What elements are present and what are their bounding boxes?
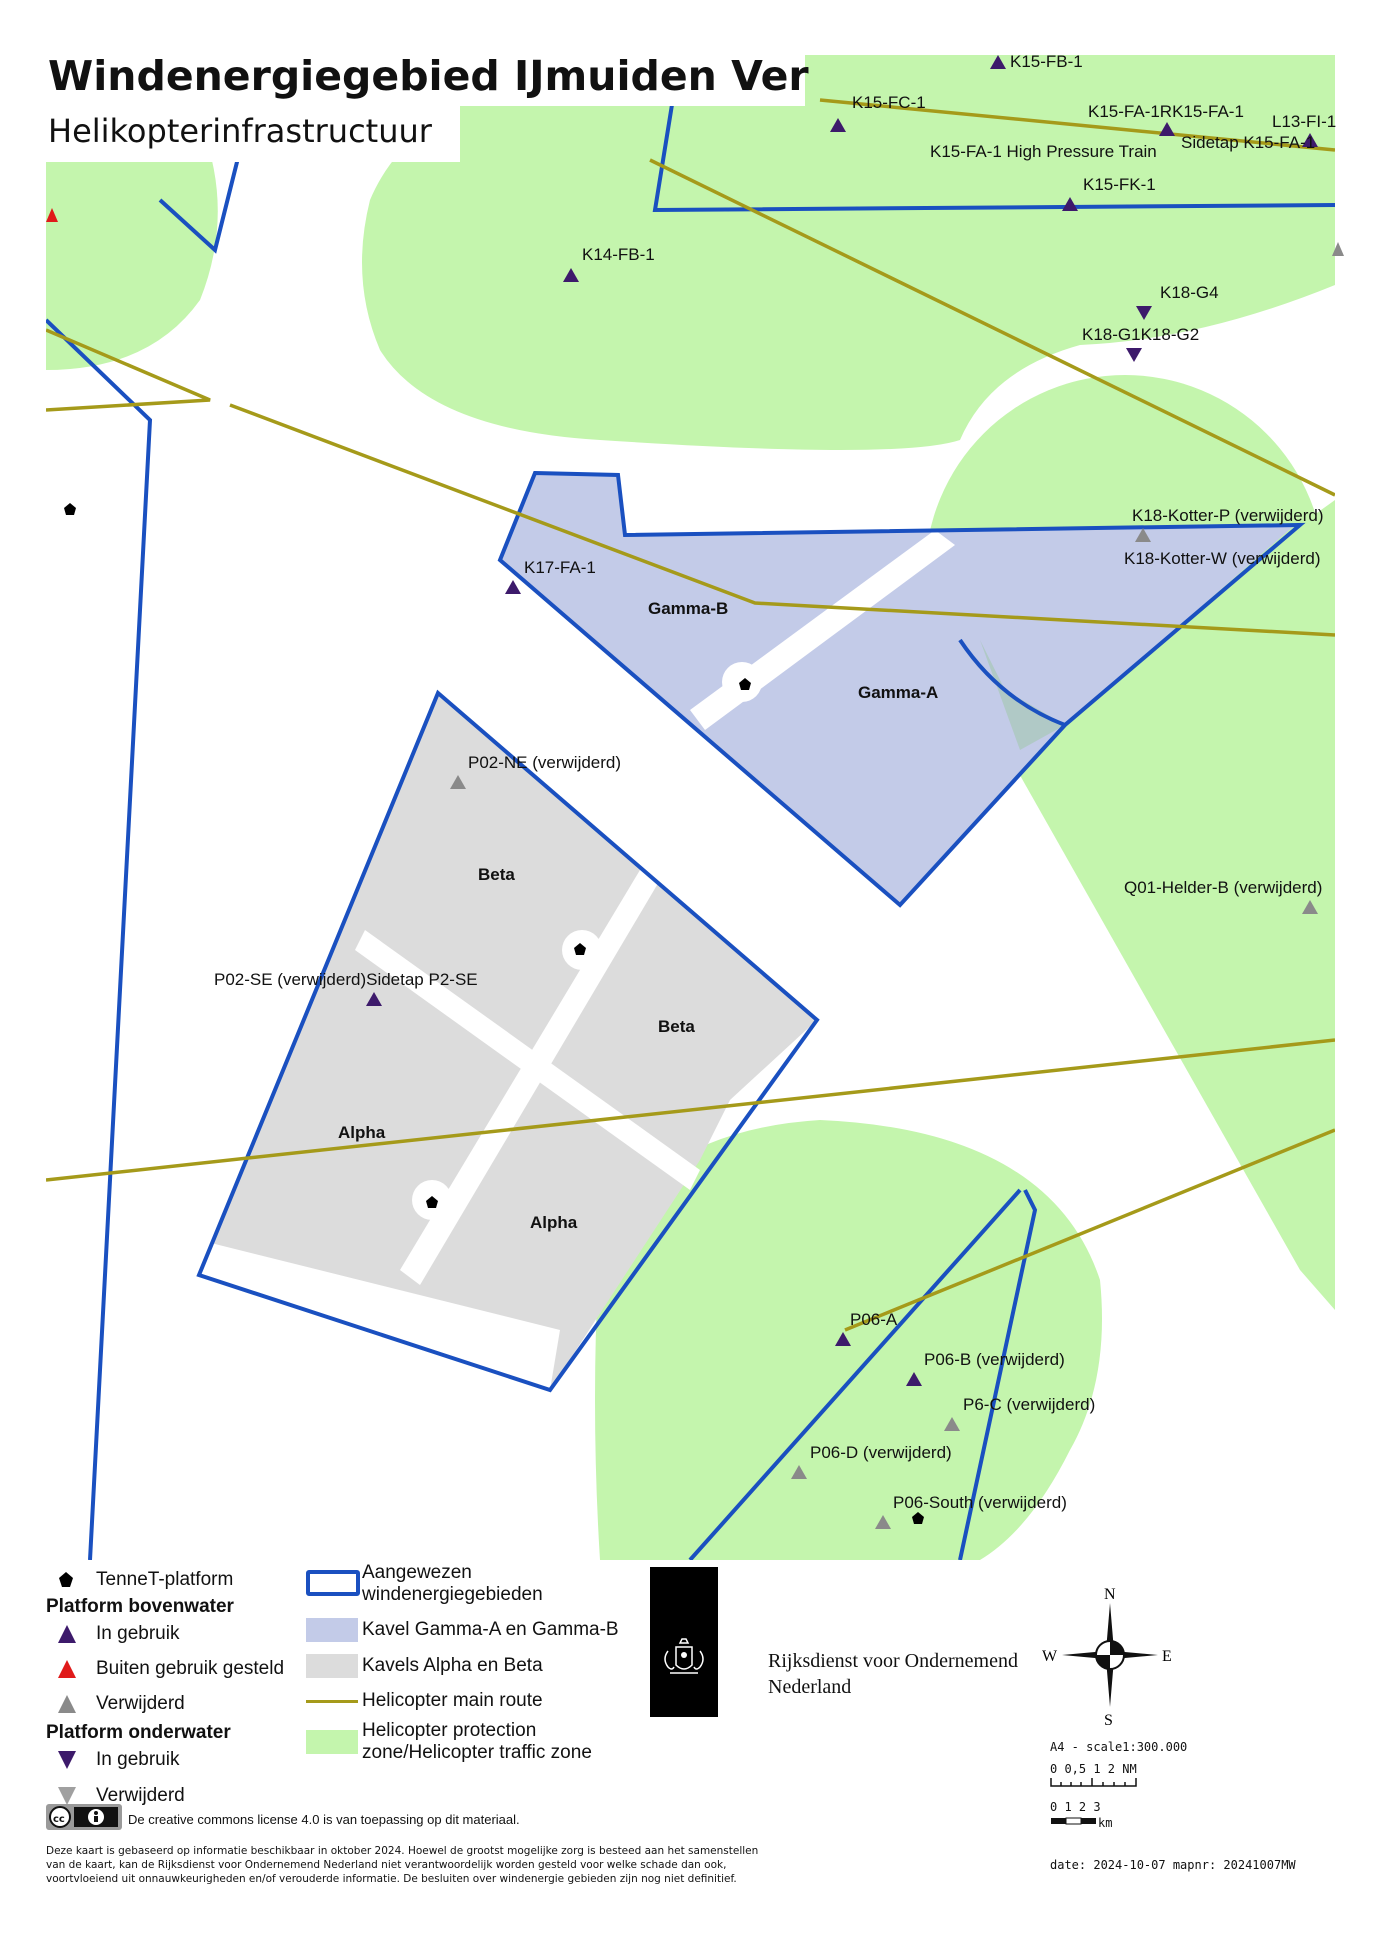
platform-label: P06-B (verwijderd)	[924, 1350, 1065, 1369]
legend-alpha-beta-swatch	[306, 1654, 358, 1678]
legend-above-out-of-use: Buiten gebruik gesteld	[96, 1658, 285, 1679]
legend-above-in-use: In gebruik	[96, 1623, 180, 1644]
scale-bar-nm	[1050, 1778, 1137, 1787]
svg-text:cc: cc	[53, 1814, 65, 1825]
coat-of-arms-icon	[664, 1638, 704, 1674]
legend-route-swatch	[306, 1700, 358, 1703]
area-label: Beta	[478, 865, 515, 884]
rvo-logo-bar	[650, 1567, 718, 1717]
legend-route-label: Helicopter main route	[362, 1690, 543, 1711]
legend-designated-line2: windenergiegebieden	[362, 1584, 543, 1605]
platform-label: P06-D (verwijderd)	[810, 1443, 952, 1462]
compass-n: N	[1104, 1586, 1116, 1603]
triangle-up-icon	[58, 1660, 76, 1678]
tennet-platform-icon	[426, 1196, 438, 1208]
platform-label: K17-FA-1	[524, 558, 596, 577]
tennet-platforms	[64, 503, 924, 1524]
platform-label: K18-G1K18-G2	[1082, 325, 1199, 344]
scale-km-ticks: 0 1 2 3	[1050, 1800, 1101, 1814]
tennet-platform-icon	[574, 943, 586, 955]
platform-label: K18-Kotter-P (verwijderd)	[1132, 506, 1323, 525]
triangle-up-icon	[58, 1695, 76, 1713]
platform-label: P02-NE (verwijderd)	[468, 753, 621, 772]
platform-label: L13-FI-1	[1272, 112, 1336, 131]
tennet-platform-icon	[912, 1512, 924, 1524]
legend-gamma-swatch	[306, 1618, 358, 1642]
map-title: Windenergiegebied IJmuiden Ver	[48, 52, 809, 100]
helicopter-routes	[46, 98, 1335, 1332]
disclaimer: Deze kaart is gebaseerd op informatie be…	[46, 1844, 1046, 1886]
legend-below-heading: Platform onderwater	[46, 1722, 231, 1743]
legend-tennet-label: TenneT-platform	[96, 1569, 234, 1590]
platform-label: K15-FA-1RK15-FA-1	[1088, 102, 1244, 121]
legend-gamma-label: Kavel Gamma-A en Gamma-B	[362, 1619, 619, 1640]
compass-s: S	[1104, 1712, 1113, 1725]
legend: TenneT-platform Platform bovenwater In g…	[0, 1560, 1380, 1949]
legend-protection-line1: Helicopter protection	[362, 1720, 537, 1741]
legend-above-removed: Verwijderd	[96, 1693, 185, 1714]
date-line: date: 2024-10-07 mapnr: 20241007MW	[1050, 1858, 1296, 1872]
title-background	[45, 50, 805, 106]
platform-label: P02-SE (verwijderd)Sidetap P2-SE	[214, 970, 478, 989]
legend-protection-line2: zone/Helicopter traffic zone	[362, 1742, 592, 1763]
platform-label: K18-G4	[1160, 283, 1219, 302]
scale-text: A4 - scale1:300.000	[1050, 1740, 1188, 1754]
map-canvas: Gamma-B Gamma-A Beta Beta Alpha Alpha	[46, 50, 1344, 1560]
triangle-up-icon	[58, 1625, 76, 1643]
legend-below-in-use: In gebruik	[96, 1749, 180, 1770]
triangle-down-icon	[58, 1787, 76, 1805]
platform-label: K14-FB-1	[582, 245, 655, 264]
disclaimer-line: van de kaart, kan de Rijksdienst voor On…	[46, 1859, 727, 1871]
platform-label: K18-Kotter-W (verwijderd)	[1124, 549, 1321, 568]
rvo-name-line1: Rijksdienst voor Ondernemend	[768, 1650, 1018, 1672]
platform-label: P6-C (verwijderd)	[963, 1395, 1095, 1414]
area-labels: Gamma-B Gamma-A Beta Beta Alpha Alpha	[338, 599, 938, 1232]
compass-rose-icon: N E S W	[1042, 1586, 1172, 1725]
platform-label: K15-FK-1	[1083, 175, 1156, 194]
platform-label: K15-FA-1 High Pressure Train	[930, 142, 1157, 161]
scale-bar-km	[1051, 1817, 1096, 1825]
creative-commons-icon: cc	[46, 1804, 122, 1830]
platform-label: P06-South (verwijderd)	[893, 1493, 1067, 1512]
tennet-platform-icon	[739, 678, 751, 690]
alpha-beta-lots	[199, 693, 817, 1390]
rvo-name-line2: Nederland	[768, 1676, 852, 1698]
map-subtitle: Helikopterinfrastructuur	[48, 112, 432, 150]
tennet-platform-icon	[59, 1572, 73, 1587]
compass-e: E	[1162, 1648, 1172, 1665]
legend-designated-swatch	[306, 1570, 360, 1596]
disclaimer-line: Deze kaart is gebaseerd op informatie be…	[46, 1845, 759, 1857]
rvo-name: Rijksdienst voor Ondernemend Nederland	[768, 1648, 1018, 1700]
area-label: Alpha	[338, 1123, 386, 1142]
platform-label: K15-FC-1	[852, 93, 926, 112]
tennet-platform-icon	[64, 503, 76, 515]
legend-designated-line1: Aangewezen	[362, 1562, 472, 1583]
legend-above-heading: Platform bovenwater	[46, 1596, 234, 1617]
disclaimer-line: voortvloeiend uit onnauwkeurigheden en/o…	[46, 1873, 737, 1885]
platform-label: Q01-Helder-B (verwijderd)	[1124, 878, 1322, 897]
platform-labels: K15-FB-1 K15-FC-1 K15-FA-1RK15-FA-1 L13-…	[214, 52, 1336, 1512]
area-label: Gamma-B	[648, 599, 728, 618]
designated-borders	[46, 54, 1335, 1560]
subtitle-background	[45, 106, 460, 162]
legend-below-removed: Verwijderd	[96, 1785, 185, 1806]
platform-label: Sidetap K15-FA-1	[1181, 133, 1315, 152]
legend-protection-swatch	[306, 1730, 358, 1754]
area-label: Gamma-A	[858, 683, 938, 702]
area-label: Alpha	[530, 1213, 578, 1232]
legend-alpha-beta-label: Kavels Alpha en Beta	[362, 1655, 543, 1676]
scale-km-unit: km	[1098, 1816, 1113, 1830]
triangle-down-icon	[58, 1751, 76, 1769]
platform-label: P06-A	[850, 1310, 898, 1329]
platform-label: K15-FB-1	[1010, 52, 1083, 71]
scale-nm-ticks: 0 0,5 1 2 NM	[1050, 1762, 1137, 1776]
area-label: Beta	[658, 1017, 695, 1036]
license-text: De creative commons license 4.0 is van t…	[128, 1812, 520, 1827]
compass-w: W	[1042, 1648, 1058, 1665]
platform-markers	[46, 55, 1344, 1529]
